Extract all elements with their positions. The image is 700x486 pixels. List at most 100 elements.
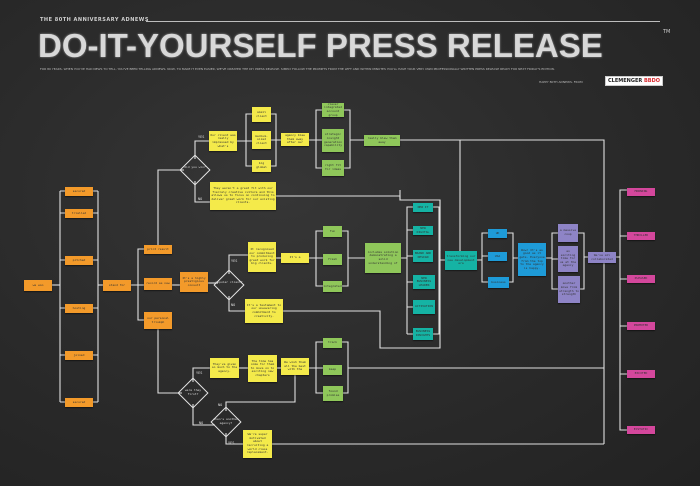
orange-sticky-note: secured [65, 398, 93, 407]
connector-line [228, 254, 248, 274]
agency-logo: CLEMENGER BBDO [605, 76, 663, 86]
connector-line [616, 189, 627, 431]
yes-label: YES [231, 259, 238, 263]
connector-line [344, 109, 364, 169]
connector-line [309, 341, 323, 394]
birthday-text: HAPPY 80TH ADNEWS. FROM [539, 80, 583, 84]
connector-line [194, 181, 210, 203]
teal-sticky-note: BUSINESS INSIGHTS [413, 328, 433, 340]
connector-line [477, 232, 488, 283]
orange-sticky-note: trialled [65, 209, 93, 218]
yes-label: YES [198, 135, 205, 139]
decision-question: when's another agency? [213, 417, 239, 425]
connector-line [157, 320, 182, 394]
yellow-sticky-note: It's a testament to our unwavering commi… [245, 299, 283, 323]
green-sticky-note: strategic insight generation capability [322, 129, 344, 152]
no-label: NO [231, 303, 236, 307]
connector-line [271, 113, 281, 167]
connector-line [546, 232, 558, 290]
orange-sticky-note: pitched [65, 256, 93, 265]
intro-text: FOR 80 YEARS, WHEN YOU'VE HAD NEWS TO TE… [40, 67, 555, 71]
yellow-sticky-note: It's a [281, 253, 309, 263]
orange-sticky-note: print result [144, 245, 172, 254]
kicker-text: THE 80TH ANNIVERSARY ADNEWS [40, 17, 149, 23]
purple-sticky-note: another move from strength to strength [558, 276, 580, 303]
green-sticky-note: keep [323, 365, 342, 375]
connector-line [460, 139, 605, 265]
yellow-sticky-note: The time has come for them to move on to… [248, 355, 277, 382]
orange-sticky-note: secured [65, 187, 93, 196]
orange-sticky-note: record as new [144, 278, 172, 290]
logo-suffix: BBDO [643, 78, 660, 84]
connector-line [433, 206, 445, 335]
connector-line [157, 169, 184, 250]
yellow-sticky-note: Our client was really impressed by what'… [209, 131, 237, 151]
yellow-sticky-note: It recognised our commitment to producin… [248, 242, 276, 272]
connector-line [194, 140, 209, 159]
connector-line [131, 248, 144, 321]
magenta-sticky-note: PROMOTED [627, 322, 655, 330]
yellow-sticky-note: small client [252, 107, 271, 122]
connector-line [228, 296, 245, 312]
connector-line [60, 190, 65, 403]
connector-line [192, 367, 210, 382]
connector-line [225, 433, 243, 445]
connector-line [309, 230, 323, 287]
teal-sticky-note: ACTIVATION [413, 300, 435, 314]
decision-question: popular client? [215, 280, 243, 284]
magenta-sticky-note: THRILLED [627, 232, 655, 240]
header-rule [146, 21, 660, 22]
magenta-sticky-note: ECSTATIC [627, 426, 655, 434]
connector-line [507, 232, 518, 283]
yellow-sticky-note: medium-sized client [252, 131, 271, 149]
yellow-sticky-note: They've given so much to the agency. [210, 358, 239, 378]
green-sticky-note: found promise [323, 386, 343, 401]
logo-name: CLEMENGER [608, 78, 643, 84]
yes-label: YES [228, 441, 235, 445]
blue-sticky-note: Wow! It's as good as it gets. Everyone f… [518, 243, 546, 276]
purple-sticky-note: an exciting time for us at the agency [558, 246, 578, 272]
green-sticky-note: clever integrated account group [322, 103, 344, 117]
green-sticky-note: really blew them away [364, 135, 400, 146]
orange-sticky-note: It's a highly prestigious consult [180, 272, 208, 292]
magenta-sticky-note: PLEASED [627, 275, 655, 283]
purple-sticky-note: a massive coup [558, 224, 578, 242]
green-sticky-note: includes solution demonstrating a solid … [365, 243, 401, 273]
yellow-sticky-note: We're super motivated about recruiting a… [243, 430, 272, 458]
page-title: DO-IT-YOURSELF PRESS RELEASE [38, 27, 603, 64]
magenta-sticky-note: EXCITED [627, 370, 655, 378]
connector-line [578, 232, 588, 290]
teal-sticky-note: NEW IT [413, 203, 433, 212]
yes-label: YES [196, 371, 203, 375]
blue-sticky-note: UK [488, 229, 507, 238]
connector-line [283, 190, 441, 349]
connector-line [225, 375, 296, 411]
yellow-sticky-note: We wish them all the best with the [281, 358, 309, 375]
connector-line [192, 404, 215, 426]
magenta-sticky-note: MORNING [627, 188, 655, 196]
connector-line [342, 341, 604, 394]
green-sticky-note: fresh [323, 254, 342, 265]
decision-question: did you win? [184, 165, 206, 169]
decision-question: were they first? [184, 388, 202, 396]
purple-sticky-note: We've all collaborated [588, 252, 616, 263]
orange-sticky-note: stand for [103, 280, 131, 291]
green-sticky-note: integrated [323, 281, 342, 292]
connector-line [309, 109, 322, 169]
orange-sticky-note: hosting [65, 304, 93, 313]
orange-sticky-note: joined [65, 351, 93, 360]
teal-sticky-note: BRAND AND DESIGN [413, 250, 433, 262]
orange-sticky-note: we won [24, 280, 52, 291]
orange-sticky-note: our personal triumph [144, 312, 172, 329]
blue-sticky-note: USA [488, 252, 507, 261]
yellow-sticky-note: agency blew them away after our [281, 133, 309, 146]
no-label: NO [198, 197, 203, 201]
teal-sticky-note: NEW DIGITAL [413, 226, 433, 235]
yellow-sticky-note: big global [252, 160, 271, 172]
connector-line [237, 113, 252, 167]
green-sticky-note: fun [323, 226, 342, 237]
blue-sticky-note: business [488, 277, 509, 288]
no-label: NO [199, 421, 204, 425]
